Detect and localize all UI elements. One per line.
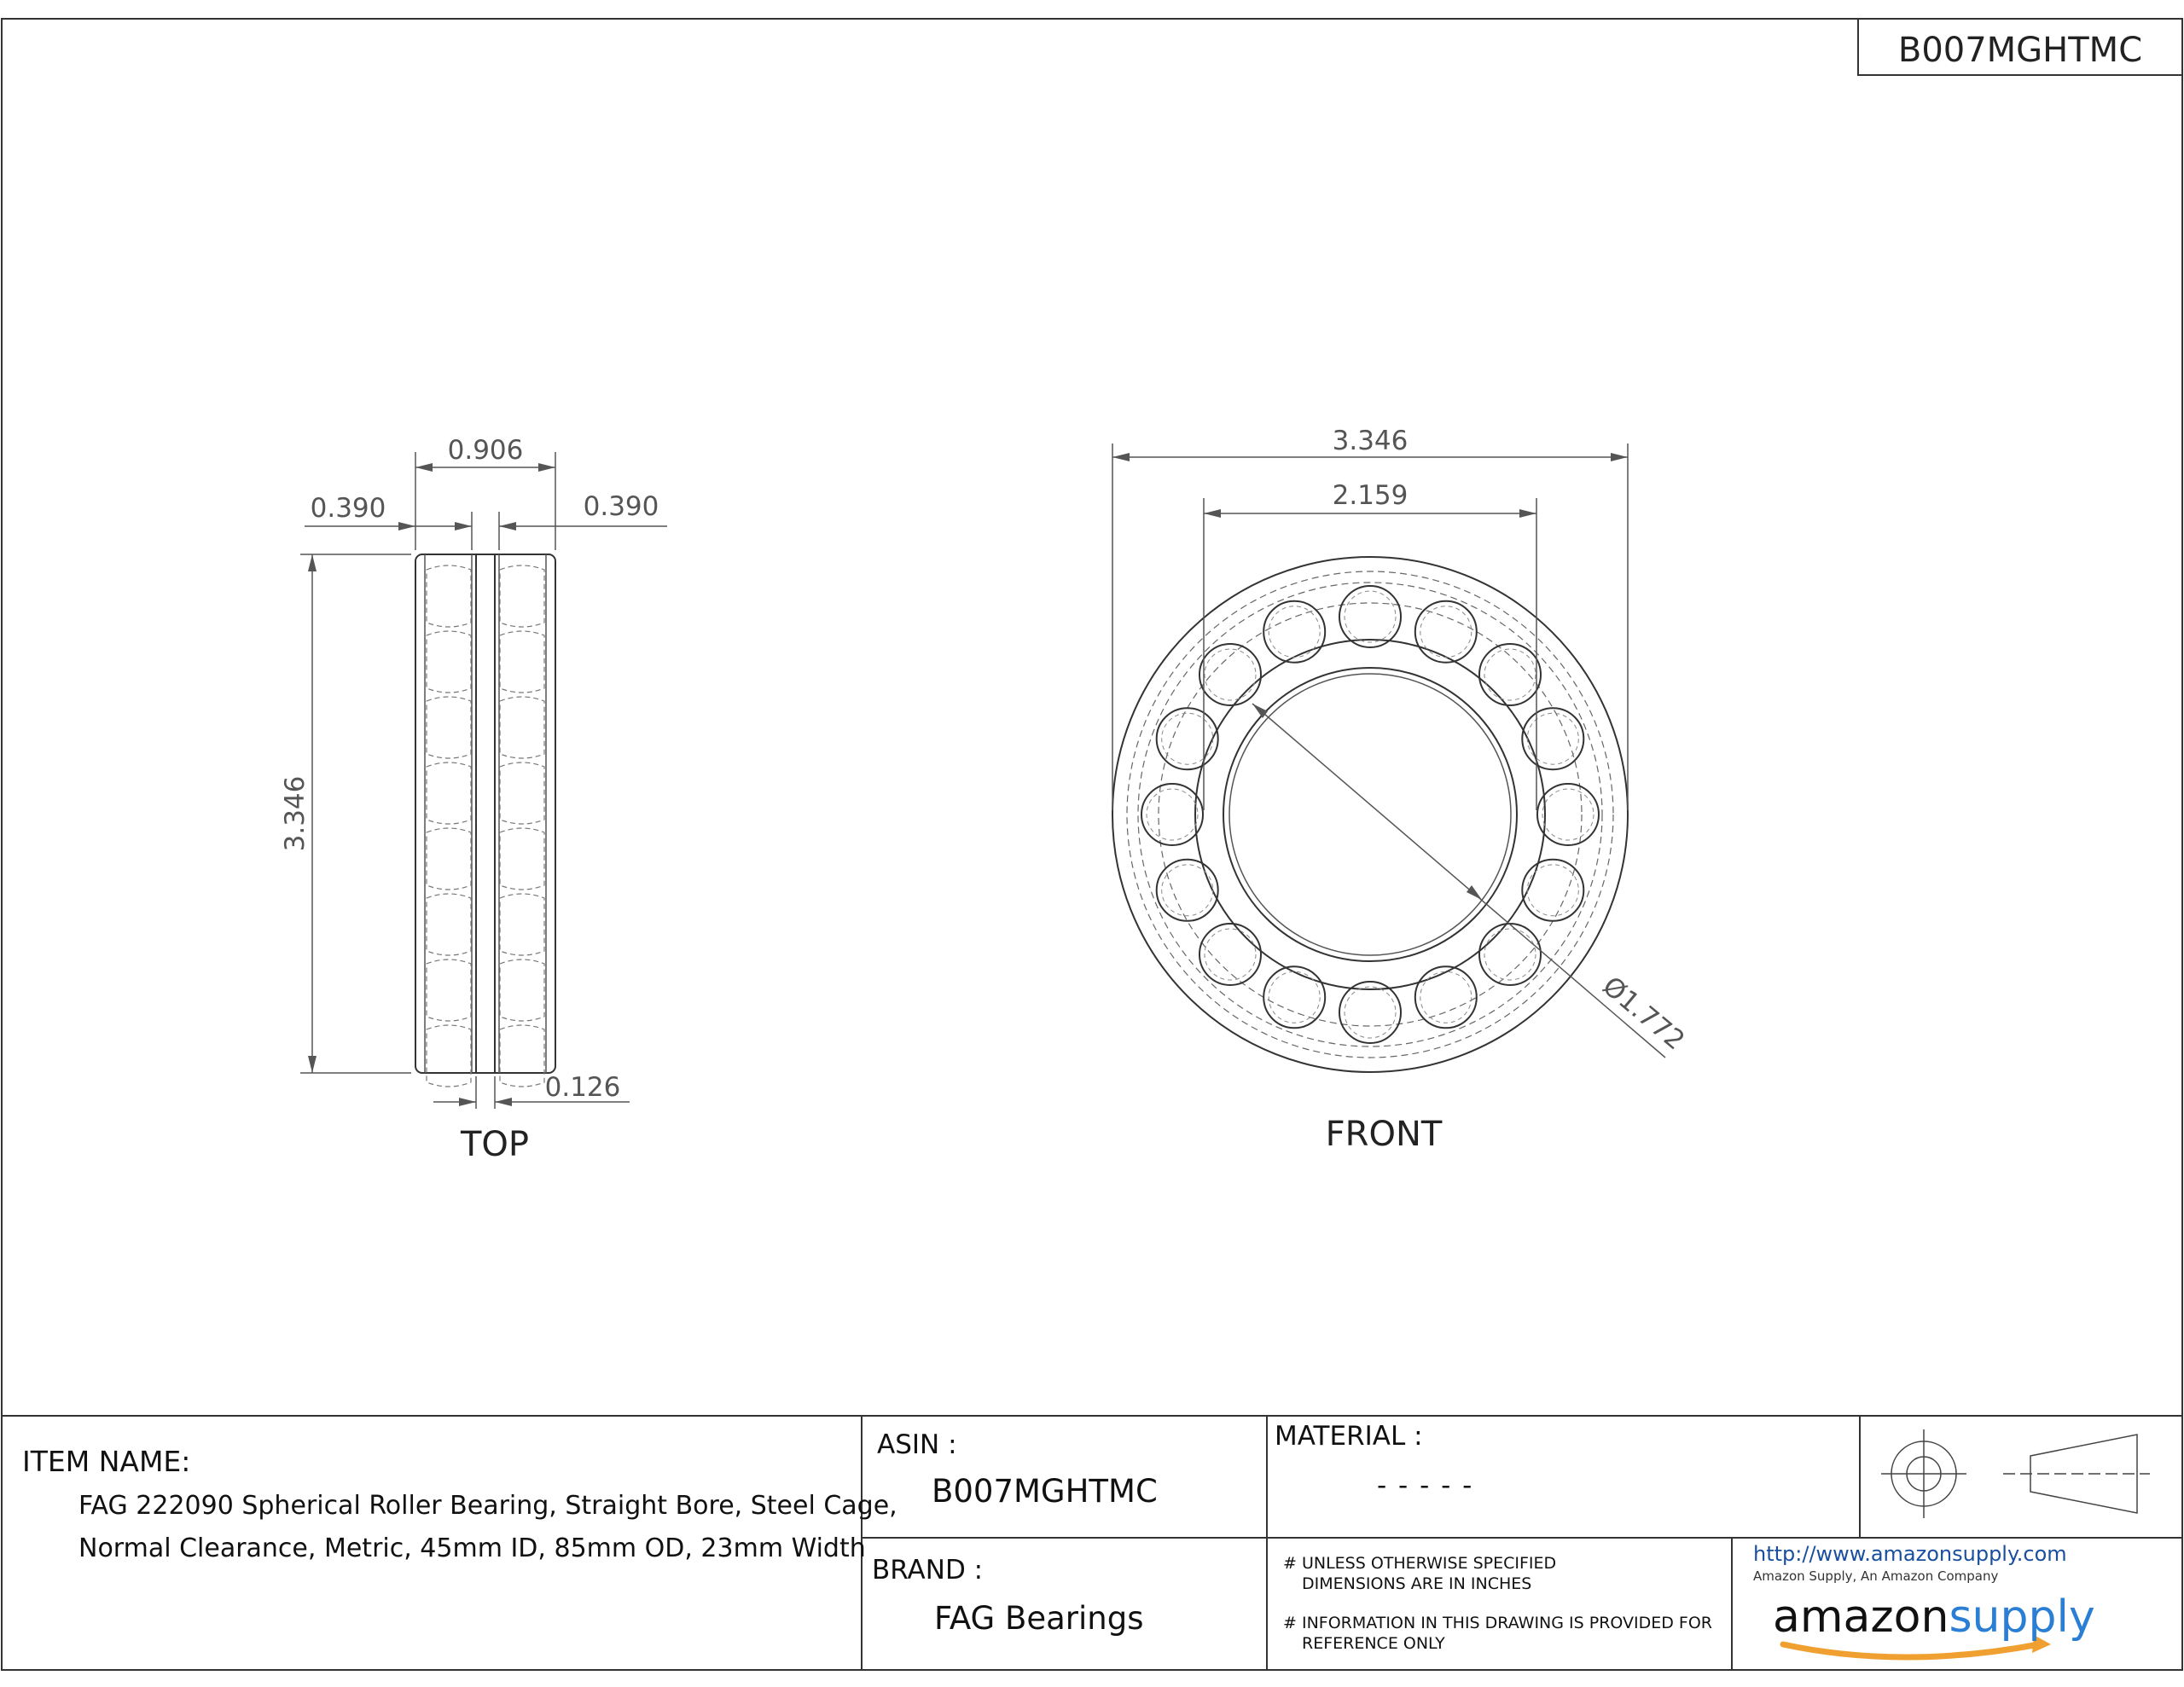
dim-top-width: 0.906 [448, 435, 524, 466]
top-roller [499, 630, 545, 693]
company-line: Amazon Supply, An Amazon Company [1753, 1568, 1999, 1584]
top-view-outline [415, 554, 556, 1074]
front-roller [1141, 783, 1204, 846]
amazonsupply-logo: amazonsupply [1773, 1591, 2095, 1643]
material-label: MATERIAL : [1275, 1421, 1423, 1452]
top-roller [426, 630, 472, 693]
front-roller [1155, 858, 1219, 922]
asin-label: ASIN : [877, 1429, 957, 1460]
amazon-smile-arrow-icon [2032, 1635, 2051, 1653]
item-name-line2: Normal Clearance, Metric, 45mm ID, 85mm … [78, 1533, 866, 1563]
front-view-dimensions [1112, 443, 1666, 1058]
dim-top-gap: 0.126 [545, 1072, 621, 1103]
front-roller [1536, 783, 1600, 846]
top-roller [426, 959, 472, 1022]
brand-value: FAG Bearings [934, 1600, 1144, 1637]
front-roller [1263, 965, 1327, 1029]
top-roller [426, 565, 472, 628]
dim-top-right-ring: 0.390 [584, 491, 659, 522]
dim-front-od: 3.346 [1333, 426, 1409, 456]
front-roller-hidden [1161, 712, 1214, 765]
material-value: - - - - - [1377, 1470, 1474, 1501]
front-roller [1339, 981, 1402, 1044]
front-roller [1414, 600, 1478, 664]
front-roller [1199, 643, 1262, 706]
amazon-smile-icon [1780, 1641, 2042, 1661]
note-units-line1: # UNLESS OTHERWISE SPECIFIED [1283, 1554, 1557, 1573]
front-roller [1414, 965, 1478, 1029]
front-roller-hidden [1526, 864, 1579, 917]
top-roller [499, 827, 545, 890]
front-view-label: FRONT [1326, 1115, 1443, 1154]
top-view-rollers [426, 565, 545, 1087]
note-units-line2: DIMENSIONS ARE IN INCHES [1302, 1574, 1532, 1593]
front-roller-hidden [1420, 971, 1472, 1023]
top-roller [426, 696, 472, 759]
front-roller-hidden [1268, 606, 1321, 658]
title-block-grid [2, 1415, 2182, 1670]
top-view [415, 554, 556, 1087]
dim-top-left-ring: 0.390 [311, 493, 386, 524]
logo-amazon-text: amazon [1773, 1591, 1949, 1643]
dim-front-pitch: 2.159 [1333, 480, 1409, 511]
asin-value: B007MGHTMC [932, 1473, 1158, 1510]
front-view-arrows [1112, 453, 1628, 900]
front-roller [1155, 707, 1219, 771]
front-roller [1521, 858, 1585, 922]
top-roller [499, 1024, 545, 1087]
dim-front-bore: Ø1.772 [1597, 971, 1691, 1056]
top-view-label: TOP [460, 1125, 529, 1164]
top-roller [499, 565, 545, 628]
front-roller-hidden [1526, 712, 1579, 765]
front-roller-hidden [1484, 928, 1536, 981]
top-roller [426, 1024, 472, 1087]
front-roller-hidden [1204, 648, 1257, 701]
brand-label: BRAND : [872, 1555, 984, 1586]
top-view-arrows [308, 463, 555, 1106]
item-name-label: ITEM NAME: [22, 1445, 191, 1478]
front-roller-hidden [1420, 606, 1472, 658]
top-roller [426, 827, 472, 890]
front-roller [1521, 707, 1585, 771]
front-roller [1478, 643, 1542, 706]
front-roller [1478, 923, 1542, 986]
front-roller-hidden [1344, 986, 1397, 1039]
asin-header: B007MGHTMC [1898, 31, 2142, 70]
top-roller [499, 893, 545, 956]
front-roller-hidden [1268, 971, 1321, 1023]
front-roller-hidden [1484, 648, 1536, 701]
front-roller-hidden [1146, 788, 1199, 841]
item-name-line1: FAG 222090 Spherical Roller Bearing, Str… [78, 1491, 897, 1521]
asin-header-box [1857, 18, 2183, 76]
front-roller [1199, 923, 1262, 986]
front-roller-hidden [1344, 590, 1397, 643]
front-roller [1339, 585, 1402, 648]
top-roller [426, 893, 472, 956]
top-roller [426, 762, 472, 825]
bore [1223, 667, 1518, 962]
front-view [1112, 556, 1629, 1073]
logo-supply-text: supply [1949, 1591, 2095, 1643]
amazonsupply-url-link[interactable]: http://www.amazonsupply.com [1753, 1542, 2067, 1566]
sheet-border [1, 18, 2183, 1671]
front-roller-hidden [1204, 928, 1257, 981]
top-roller [499, 959, 545, 1022]
note-reference-line1: # INFORMATION IN THIS DRAWING IS PROVIDE… [1283, 1614, 1713, 1632]
front-view-rollers [1141, 585, 1600, 1044]
dim-top-height: 3.346 [280, 776, 311, 852]
front-roller [1263, 600, 1327, 664]
top-roller [499, 762, 545, 825]
inner-ring [1194, 639, 1546, 990]
note-reference-line2: REFERENCE ONLY [1302, 1634, 1445, 1653]
top-roller [499, 696, 545, 759]
front-roller-hidden [1542, 788, 1594, 841]
front-roller-hidden [1161, 864, 1214, 917]
outer-ring [1112, 556, 1629, 1073]
top-view-dimensions [300, 452, 667, 1109]
projection-symbol-icon [1881, 1429, 2150, 1518]
